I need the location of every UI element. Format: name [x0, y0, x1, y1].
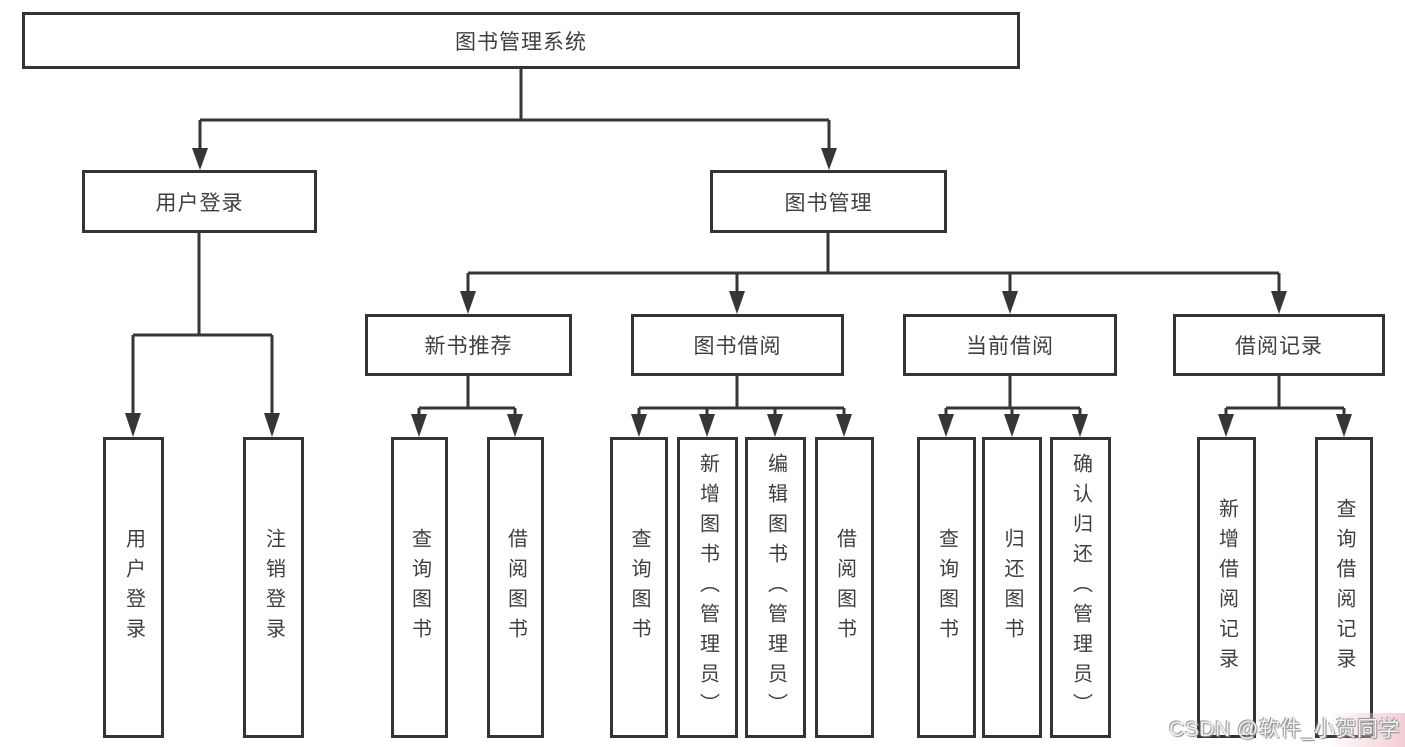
node-library-management-system: 图书管理系统 [22, 12, 1020, 69]
node-label: 编辑图书（管理员） [764, 452, 787, 723]
node-leaf-query-books-2: 查询图书 [610, 437, 668, 738]
node-label: 图书借阅 [693, 335, 782, 358]
watermark: CSDN @软件_小贺同学 [1169, 718, 1400, 741]
watermark-highlight [1327, 713, 1405, 747]
node-label: 新增图书（管理员） [696, 452, 719, 723]
node-label: 查询图书 [935, 527, 958, 648]
node-leaf-borrow-books-2: 借阅图书 [815, 437, 874, 738]
node-label: 注销登录 [262, 527, 285, 648]
node-leaf-query-books-3: 查询图书 [917, 437, 976, 738]
node-current-borrowing: 当前借阅 [903, 314, 1117, 376]
node-leaf-confirm-return-admin: 确认归还（管理员） [1050, 437, 1111, 738]
node-label: 查询图书 [628, 527, 650, 648]
node-label: 图书管理 [784, 191, 873, 215]
node-borrowing-records: 借阅记录 [1173, 314, 1385, 376]
node-leaf-add-borrow-record: 新增借阅记录 [1197, 437, 1256, 738]
node-label: 借阅图书 [833, 527, 856, 648]
node-leaf-query-books-1: 查询图书 [391, 437, 448, 738]
node-book-management-module: 图书管理 [710, 170, 947, 233]
node-leaf-user-login: 用户登录 [103, 437, 164, 738]
node-label: 确认归还（管理员） [1069, 452, 1092, 723]
node-leaf-query-borrow-record: 查询借阅记录 [1315, 437, 1373, 738]
node-label: 借阅记录 [1235, 335, 1323, 358]
node-label: 图书管理系统 [455, 30, 587, 54]
node-book-borrowing: 图书借阅 [631, 314, 844, 376]
node-label: 查询借阅记录 [1333, 497, 1355, 678]
node-label: 当前借阅 [966, 335, 1054, 358]
node-leaf-return-books: 归还图书 [982, 437, 1042, 738]
node-user-login-module: 用户登录 [82, 170, 317, 233]
node-leaf-add-books-admin: 新增图书（管理员） [677, 437, 738, 738]
node-label: 新增借阅记录 [1215, 497, 1238, 678]
node-label: 查询图书 [408, 527, 431, 648]
node-label: 归还图书 [1001, 527, 1023, 648]
node-label: 新书推荐 [424, 335, 513, 358]
node-leaf-edit-books-admin: 编辑图书（管理员） [745, 437, 806, 738]
node-leaf-borrow-books-1: 借阅图书 [487, 437, 544, 738]
node-new-book-recommendation: 新书推荐 [365, 314, 572, 376]
node-leaf-logout: 注销登录 [243, 437, 304, 738]
node-label: 借阅图书 [504, 527, 527, 648]
node-label: 用户登录 [155, 191, 244, 215]
node-label: 用户登录 [122, 527, 145, 648]
